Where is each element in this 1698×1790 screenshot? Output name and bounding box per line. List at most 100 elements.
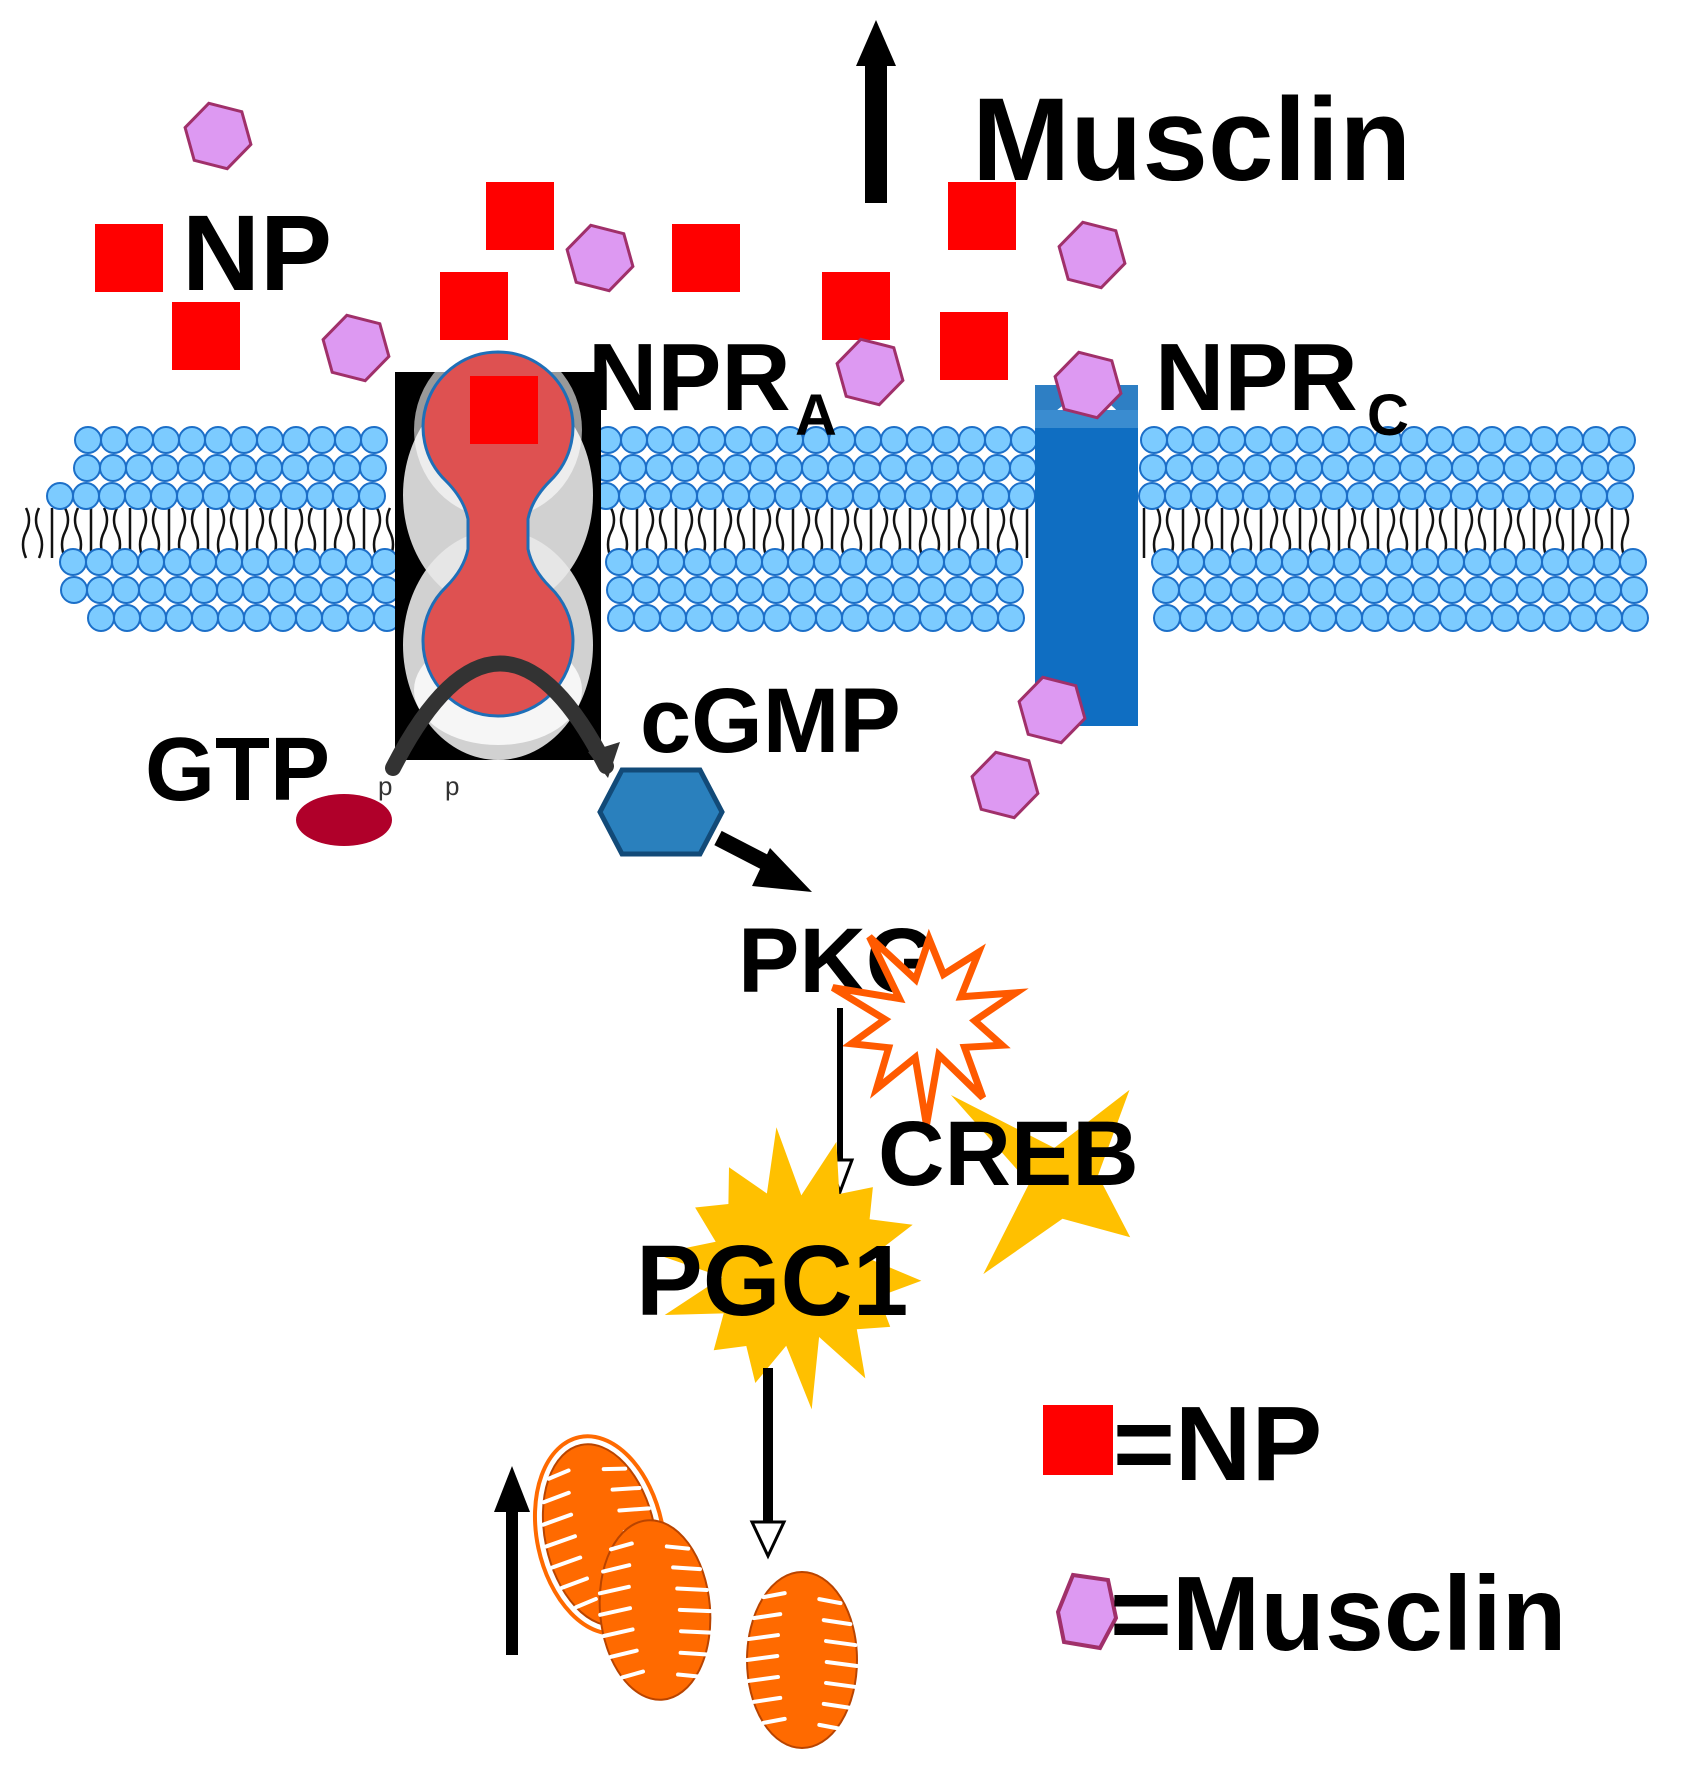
lipid-head [1385,548,1413,576]
lipid-head [242,576,270,604]
lipid-head [1621,604,1649,632]
lipid-head [930,482,958,510]
lipid-head [787,548,815,576]
lipid-head [1424,482,1452,510]
lipid-head [1465,604,1493,632]
lipid-head [957,454,985,482]
lipid-head [1139,454,1167,482]
lipid-head [1502,482,1530,510]
lipid-head [203,454,231,482]
mito-crista [745,1654,780,1662]
lipid-head [748,482,776,510]
lipid-head [152,426,180,454]
lipid-head [958,426,986,454]
lipid-tail [151,507,161,559]
lipid-head [1529,454,1557,482]
lipid-head [1179,604,1207,632]
lipid-head [360,426,388,454]
lipid-head [841,604,869,632]
lipid-head [346,576,374,604]
mito-crista [824,1639,858,1648]
lipid-head [176,482,204,510]
lipid-head [306,482,334,510]
lipid-head [1398,482,1426,510]
mito-crista [751,1695,783,1704]
lipid-head [1515,548,1543,576]
lipid-tail [1009,507,1019,559]
pgc1-burst-icon [655,1127,922,1410]
lipid-head [761,548,789,576]
lipid-head [945,604,973,632]
legend-musclin-label: =Musclin [1110,1555,1567,1673]
mito-crista [824,1680,858,1689]
lipid-head [1190,482,1218,510]
mito-crista [617,1506,651,1513]
lipid-head [1411,548,1439,576]
cgmp-hexagon-icon [597,767,725,857]
lipid-head [1451,454,1479,482]
lipid-head [164,576,192,604]
lipid-tail [307,507,317,559]
lipid-head [1437,548,1465,576]
lipid-head [334,426,362,454]
mito-crista [746,1674,780,1683]
lipid-head [1255,548,1283,576]
lipid-head [1582,426,1610,454]
lipid-head [1567,548,1595,576]
lipid-head [633,604,661,632]
musclin-hexagons [183,101,1127,820]
lipid-head [177,454,205,482]
lipid-head [228,482,256,510]
lipid-tail [931,507,941,559]
lipid-tail [697,507,707,559]
lipid-head [241,548,269,576]
musclin-hexagon-icon [1057,220,1127,290]
lipid-head [1542,576,1570,604]
lipid-tail [294,507,304,559]
lipid-head [1151,548,1179,576]
mito-crista [597,1584,631,1596]
lipid-head [151,454,179,482]
mito-crista [817,1597,843,1606]
lipid-head [60,576,88,604]
lipid-head [1607,454,1635,482]
lipid-head [606,576,634,604]
mito-up-arrow-icon [494,1466,530,1655]
lipid-head [269,604,297,632]
lipid-tail [996,507,1006,559]
gtp-phosphate-2: p [445,771,459,801]
lipid-head [1346,482,1374,510]
lipid-head [1399,454,1427,482]
lipid-head [1242,482,1270,510]
mito-crista [664,1544,691,1551]
lipid-tail [34,507,44,559]
lipid-head [944,576,972,604]
lipid-head [788,576,816,604]
lipid-head [113,604,141,632]
mito-crista [678,1650,710,1657]
mito-crista [550,1555,583,1570]
lipid-head [229,454,257,482]
lipid-head [607,604,635,632]
mitochondria-icon [597,1519,713,1701]
lipid-head [1256,576,1284,604]
lipid-head [1595,604,1623,632]
lipid-head [163,548,191,576]
lipid-head [1361,604,1389,632]
lipid-head [256,426,284,454]
mito-crista [601,1563,632,1574]
lipid-head [1373,454,1401,482]
gtp-phosphate-1: p [378,771,392,801]
np-square-icon [95,224,163,292]
lipid-head [632,576,660,604]
lipid-head [709,548,737,576]
lipid-head [1230,576,1258,604]
lipid-tail [229,507,239,559]
npr-c-subscript: C [1367,383,1409,448]
np-squares [95,182,1016,444]
lipid-head [619,454,647,482]
lipid-head [1009,454,1037,482]
np-square-icon [172,302,240,370]
lipid-head [763,604,791,632]
lipid-tail [1165,507,1175,559]
